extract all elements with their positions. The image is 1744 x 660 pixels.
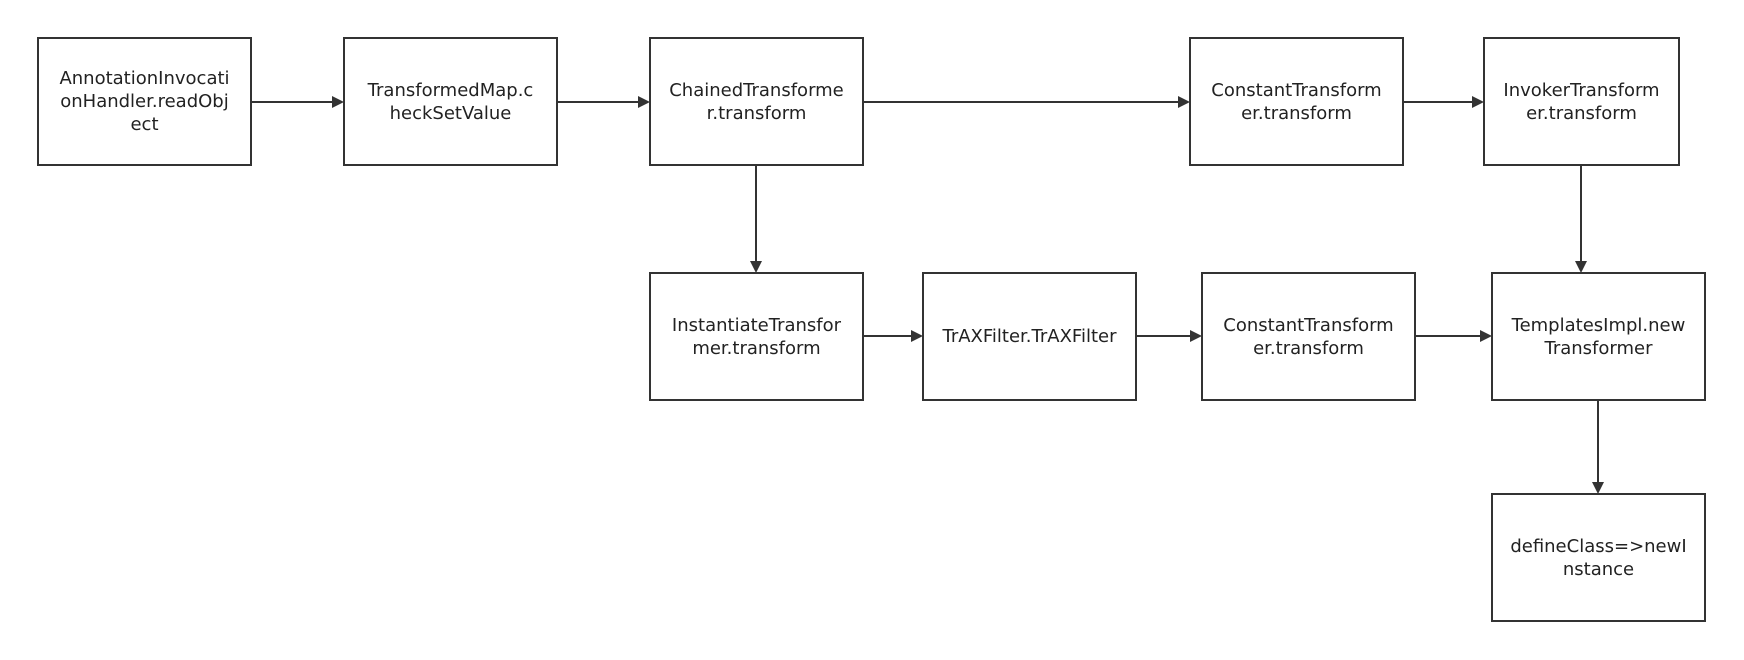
- node-templates-impl: TemplatesImpl.new Transformer: [1491, 272, 1706, 401]
- node-line: TrAXFilter.TrAXFilter: [942, 326, 1117, 347]
- node-line: heckSetValue: [389, 102, 512, 124]
- node-line: InvokerTransform: [1503, 79, 1660, 101]
- node-line: ChainedTransforme: [669, 79, 844, 101]
- node-line: er.transform: [1241, 102, 1352, 124]
- node-constant-transformer-top: ConstantTransform er.transform: [1189, 37, 1404, 166]
- node-line: ConstantTransform: [1211, 79, 1382, 101]
- node-line: nstance: [1562, 558, 1635, 580]
- node-instantiate-transformer: InstantiateTransfor mer.transform: [649, 272, 864, 401]
- node-chained-transformer: ChainedTransforme r.transform: [649, 37, 864, 166]
- node-line: r.transform: [706, 102, 807, 124]
- node-line: er.transform: [1526, 102, 1637, 124]
- node-line: mer.transform: [692, 337, 821, 359]
- node-invoker-transformer: InvokerTransform er.transform: [1483, 37, 1680, 166]
- node-line: TransformedMap.c: [367, 79, 534, 101]
- node-line: ConstantTransform: [1223, 314, 1394, 336]
- node-annotation-invocation-handler: AnnotationInvocati onHandler.readObj ect: [37, 37, 252, 166]
- node-constant-transformer-bottom: ConstantTransform er.transform: [1201, 272, 1416, 401]
- node-line: er.transform: [1253, 337, 1364, 359]
- node-line: InstantiateTransfor: [671, 314, 842, 336]
- node-line: TemplatesImpl.new: [1511, 314, 1686, 336]
- node-line: AnnotationInvocati: [59, 68, 230, 89]
- node-line: ect: [130, 114, 159, 135]
- node-line: onHandler.readObj: [60, 91, 229, 112]
- node-transformed-map: TransformedMap.c heckSetValue: [343, 37, 558, 166]
- node-line: defineClass=>newI: [1510, 535, 1687, 557]
- node-traxfilter: TrAXFilter.TrAXFilter: [922, 272, 1137, 401]
- node-define-class: defineClass=>newI nstance: [1491, 493, 1706, 622]
- node-line: Transformer: [1544, 337, 1653, 359]
